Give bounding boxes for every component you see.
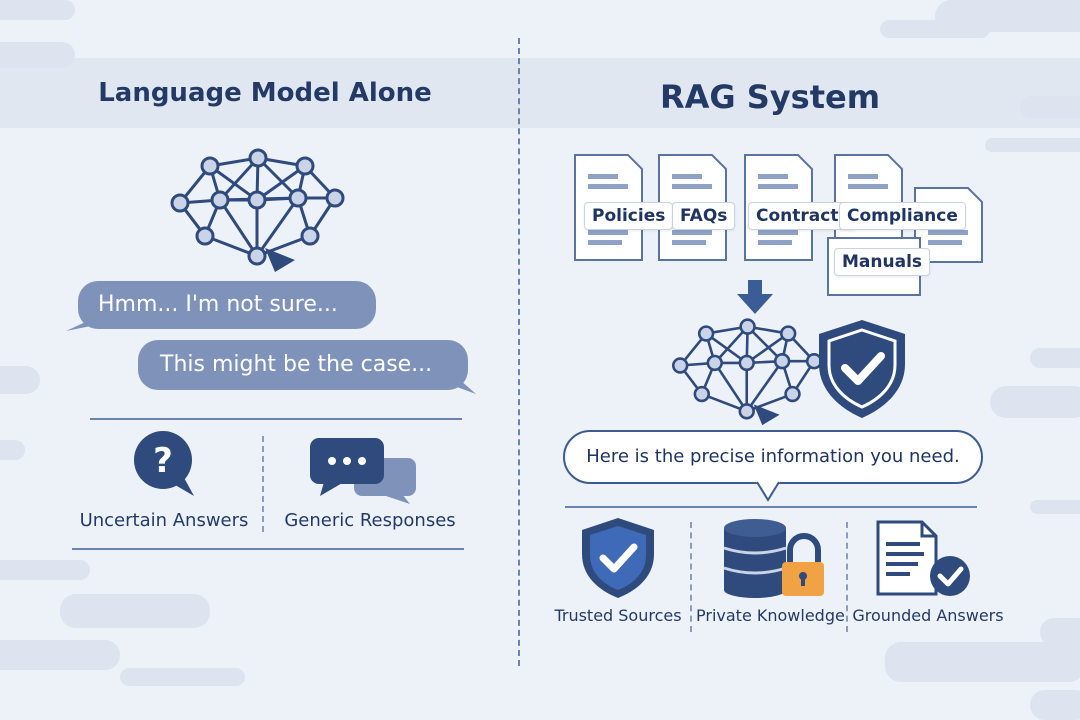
decor-blob — [120, 668, 245, 686]
header-band — [0, 58, 1080, 128]
decor-blob — [1030, 500, 1080, 514]
question-bubble-icon: ? — [134, 431, 194, 496]
private-knowledge-label: Private Knowledge — [696, 606, 845, 625]
decor-blob — [1030, 690, 1080, 720]
doc-label-compliance: Compliance — [839, 202, 966, 230]
uncertain-answers-label: Uncertain Answers — [79, 510, 249, 531]
decor-blob — [0, 42, 75, 68]
decor-blob — [60, 594, 210, 628]
answer-bubble-tail — [756, 481, 780, 502]
doc-label-contracts: Contracts — [748, 202, 857, 230]
grounded-answers-label: Grounded Answers — [852, 606, 1004, 625]
answer-bubble: Here is the precise information you need… — [563, 430, 983, 484]
bubble-1-text: Hmm... I'm not sure... — [98, 292, 338, 317]
decor-blob — [1020, 96, 1080, 118]
neural-network-icon — [671, 318, 823, 426]
trusted-sources-label: Trusted Sources — [554, 606, 682, 625]
decor-blob — [0, 440, 25, 460]
down-arrow-icon — [737, 280, 773, 314]
left-title: Language Model Alone — [98, 78, 432, 108]
chat-ellipsis-icon — [310, 438, 416, 504]
left-separator-bottom — [72, 548, 464, 550]
decor-blob — [1030, 348, 1080, 368]
decor-blob — [1040, 618, 1080, 646]
database-lock-icon — [723, 519, 824, 598]
decor-blob — [0, 640, 120, 670]
answer-text: Here is the precise information you need… — [586, 446, 960, 467]
decor-blob — [0, 366, 40, 394]
left-separator-top — [90, 418, 462, 420]
decor-blob — [0, 0, 75, 20]
speech-bubble-1 — [66, 281, 376, 331]
center-divider — [518, 38, 520, 666]
doc-label-policies: Policies — [584, 202, 674, 230]
shield-check-icon — [819, 320, 905, 418]
document-check-icon — [876, 520, 970, 596]
neural-network-icon — [170, 148, 345, 272]
generic-responses-label: Generic Responses — [284, 510, 456, 531]
doc-label-manuals: Manuals — [834, 248, 931, 276]
decor-blob — [985, 138, 1080, 152]
decor-blob — [880, 20, 990, 38]
right-feature-divider-2 — [846, 522, 848, 632]
decor-blob — [885, 642, 1080, 682]
shield-check-icon — [582, 518, 654, 598]
right-title: RAG System — [659, 78, 881, 116]
speech-bubble-2 — [138, 340, 476, 394]
bubble-2-text: This might be the case... — [160, 352, 433, 377]
right-separator — [565, 506, 977, 508]
svg-text:?: ? — [153, 441, 173, 481]
doc-label-faqs: FAQs — [672, 202, 736, 230]
decor-blob — [990, 386, 1080, 418]
decor-blob — [0, 560, 90, 580]
left-feature-divider — [262, 436, 264, 532]
right-feature-divider-1 — [690, 522, 692, 632]
